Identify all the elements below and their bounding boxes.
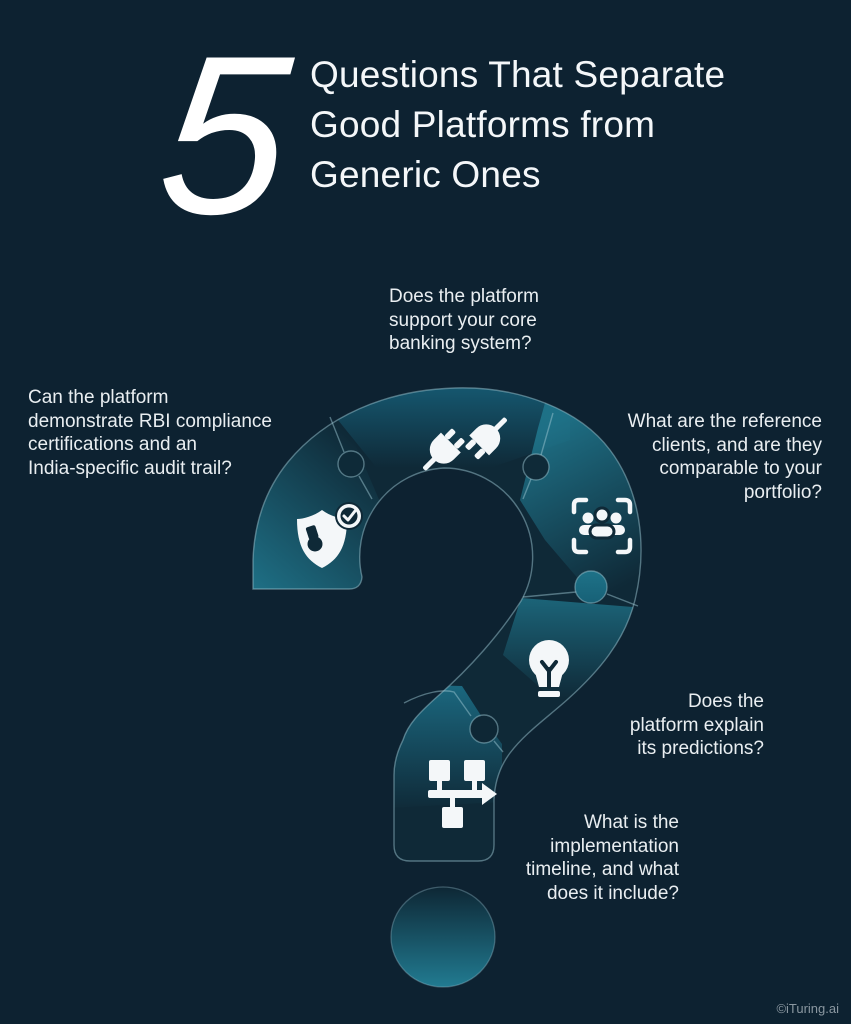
question-reference-clients: What are the reference clients, and are …: [627, 411, 822, 503]
lightbulb-icon: [529, 640, 569, 697]
plug-icon: [423, 417, 507, 471]
people-frame-icon: [571, 497, 633, 555]
shield-check-icon: [297, 502, 363, 568]
page-title: Questions That Separate Good Platforms f…: [310, 50, 725, 200]
title-line: Generic Ones: [310, 154, 541, 195]
title-number: 5: [150, 8, 299, 261]
question-rbi-compliance: Can the platform demonstrate RBI complia…: [28, 387, 272, 479]
question-mark-outline: [252, 387, 642, 862]
title-line: Good Platforms from: [310, 104, 656, 145]
question-core-banking: Does the platform support your core bank…: [389, 286, 539, 354]
title-line: Questions That Separate: [310, 54, 726, 95]
footer-credit: ©iTuring.ai: [776, 1001, 839, 1016]
flowchart-icon: [428, 760, 497, 828]
piece-gradients: [253, 387, 642, 808]
question-mark-body: [253, 387, 642, 861]
puzzle-separators: [329, 412, 639, 753]
question-mark-dot: [390, 886, 496, 988]
question-implementation-timeline: What is the implementation timeline, and…: [525, 812, 679, 904]
question-explainability: Does the platform explain its prediction…: [629, 691, 764, 759]
